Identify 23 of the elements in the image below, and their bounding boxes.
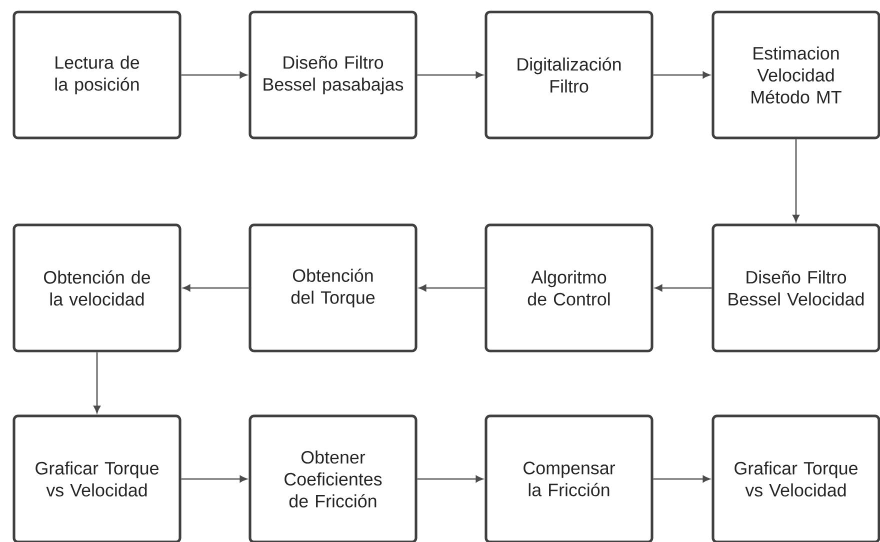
- arrow: [417, 72, 484, 78]
- process-box: Algoritmo de Control: [484, 224, 654, 352]
- arrow: [181, 72, 248, 78]
- arrow: [653, 72, 710, 78]
- arrow: [654, 284, 712, 292]
- arrow: [792, 139, 800, 222]
- process-box: Obtención del Torque: [248, 224, 418, 352]
- arrow: [94, 352, 100, 414]
- process-box: Lectura de la posición: [12, 10, 182, 140]
- process-box: Graficar Torque vs Velocidad: [712, 414, 880, 542]
- process-box: Diseño Filtro Bessel pasabajas: [248, 10, 418, 140]
- arrow: [182, 284, 249, 292]
- process-box: Diseño Filtro Bessel Velocidad: [712, 224, 880, 352]
- arrow: [418, 284, 485, 292]
- arrow: [181, 476, 248, 482]
- process-box: Obtener Coeficientes de Fricción: [248, 414, 418, 542]
- process-box: Estimacion Velocidad Método MT: [712, 10, 880, 140]
- process-box: Digitalización Filtro: [484, 10, 654, 140]
- arrow: [417, 476, 484, 482]
- arrow: [653, 476, 710, 482]
- process-box: Graficar Torque vs Velocidad: [12, 414, 182, 542]
- process-box: Compensar la Fricción: [484, 414, 654, 542]
- process-box: Obtención de la velocidad: [12, 224, 182, 352]
